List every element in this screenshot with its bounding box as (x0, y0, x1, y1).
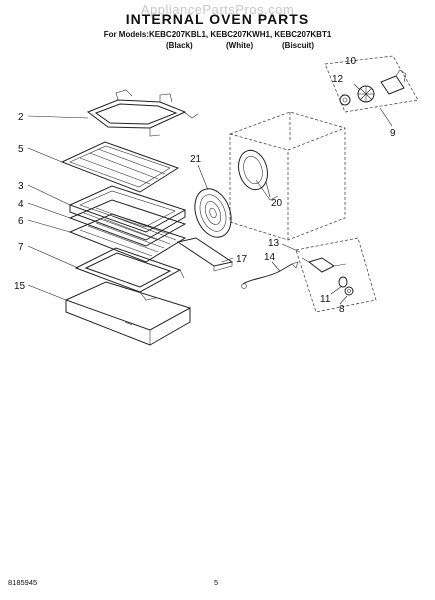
bake-element (74, 247, 185, 301)
broil-element (86, 89, 199, 137)
fan-cover (194, 188, 232, 238)
callout-2: 2 (18, 112, 24, 123)
callout-8: 8 (339, 304, 345, 315)
callout-11: 11 (320, 294, 331, 305)
variant-biscuit: (Biscuit) (282, 41, 314, 50)
oven-liner-sheet (60, 141, 180, 193)
page-title: INTERNAL OVEN PARTS (125, 11, 310, 27)
callout-6: 6 (18, 216, 24, 227)
oven-cavity (229, 111, 346, 241)
page-number: 5 (214, 578, 219, 587)
callout-4: 4 (18, 199, 24, 210)
doc-number: 8185945 (8, 578, 38, 587)
bottom-tray (64, 281, 192, 346)
variant-white: (White) (226, 41, 254, 50)
callout-13: 13 (268, 238, 280, 249)
watermark: AppliancePartsPros.com (140, 2, 295, 17)
oven-rack (68, 213, 187, 263)
models-line: For Models:KEBC207KBL1, KEBC207KWH1, KEB… (103, 30, 332, 39)
callout-7: 7 (18, 242, 24, 253)
callout-21: 21 (190, 154, 202, 165)
callout-5: 5 (18, 144, 24, 155)
callout-9: 9 (390, 128, 396, 139)
callout-14: 14 (264, 252, 276, 263)
bracket (176, 237, 234, 272)
fan-blade (357, 85, 375, 103)
callout-15: 15 (14, 281, 26, 292)
callout-10: 10 (345, 56, 357, 67)
temperature-probe (241, 261, 299, 289)
callout-17: 17 (236, 254, 248, 265)
variant-black: (Black) (166, 41, 193, 50)
callout-3: 3 (18, 181, 24, 192)
sensor-box (295, 237, 377, 313)
callout-20: 20 (271, 198, 283, 209)
broiler-pan (68, 185, 187, 241)
callout-12: 12 (332, 74, 344, 85)
